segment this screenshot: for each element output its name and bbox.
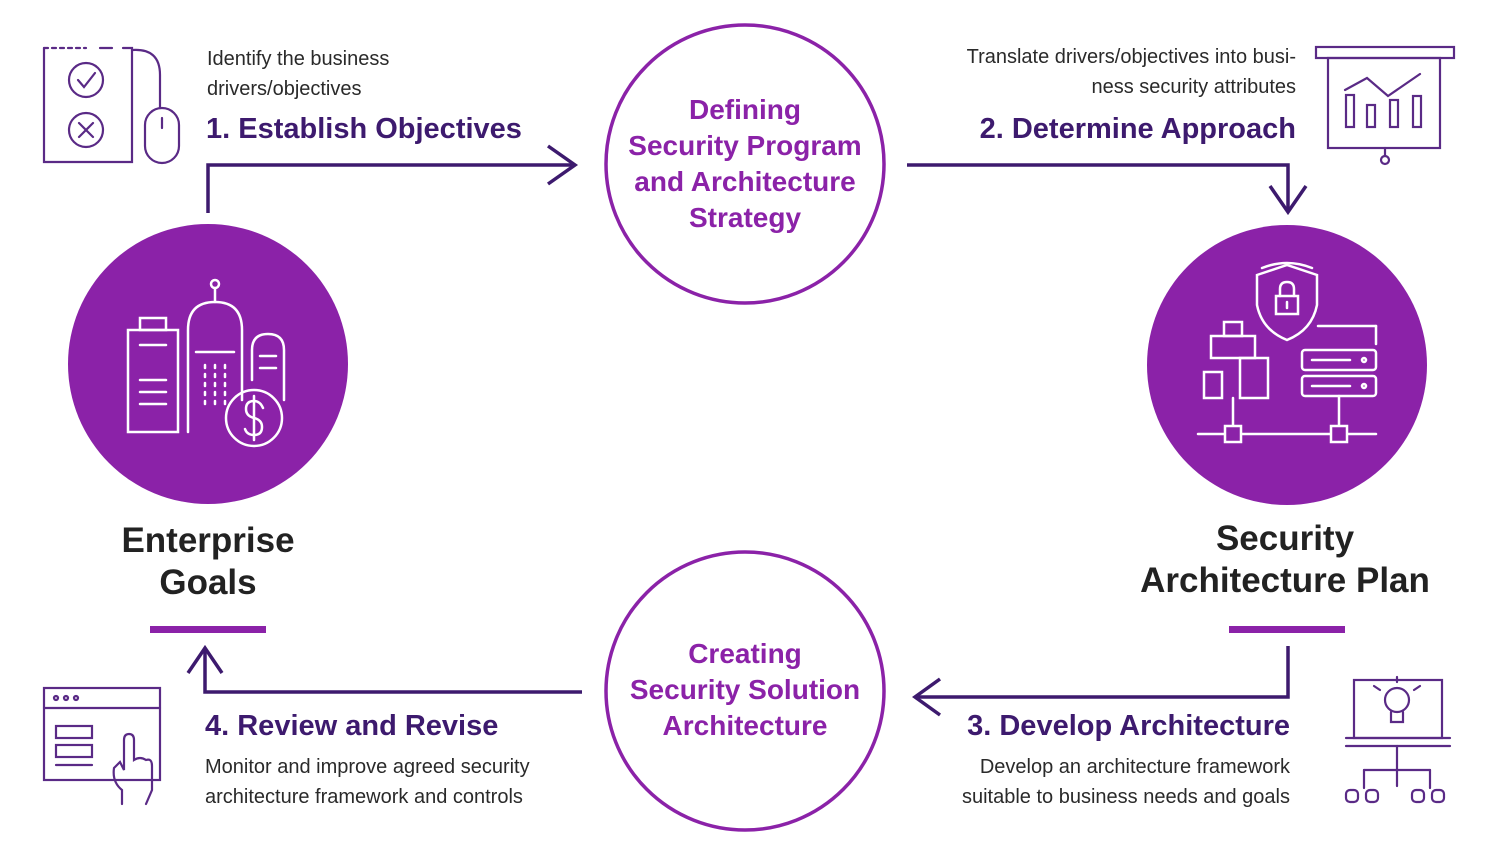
enterprise-goals-circle — [68, 224, 348, 504]
browser-click-icon — [42, 686, 162, 806]
enterprise-goals-title: Enterprise Goals — [58, 520, 358, 604]
step-2-desc-line: ness security attributes — [1091, 76, 1296, 98]
step-1-desc-line: Identify the business — [207, 48, 390, 70]
step-3-description: Develop an architecture framework suitab… — [962, 752, 1290, 812]
step-4-desc-line: Monitor and improve agreed security — [205, 756, 530, 778]
arrowhead-left — [912, 677, 942, 717]
arrow-determine-approach — [907, 163, 1290, 212]
presentation-chart-icon — [1314, 45, 1456, 166]
solution-label-line: Creating — [688, 638, 802, 669]
step-2-description: Translate drivers/objectives into busi- … — [967, 42, 1296, 102]
enterprise-goals-line: Goals — [159, 563, 257, 602]
step-4-description: Monitor and improve agreed security arch… — [205, 752, 530, 812]
strategy-label-line: Strategy — [688, 202, 802, 233]
step-4-title: 4. Review and Revise — [205, 710, 499, 742]
step-1-description: Identify the business drivers/objectives — [207, 44, 389, 104]
step-2-title: 2. Determine Approach — [979, 113, 1296, 145]
arrowhead-up — [186, 644, 224, 674]
strategy-label-line: and Architecture — [634, 166, 856, 197]
security-plan-line: Security — [1215, 519, 1355, 558]
city-dollar-icon — [126, 278, 286, 448]
security-plan-underline — [1229, 626, 1345, 633]
strategy-circle-label: Defining Security Program and Architectu… — [605, 92, 885, 236]
solution-circle — [604, 550, 886, 832]
solution-label-line: Architecture — [662, 710, 828, 741]
strategy-label-line: Defining — [689, 94, 801, 125]
arrow-establish-objectives — [206, 163, 572, 213]
arrow-review-revise — [203, 648, 582, 694]
enterprise-goals-underline — [150, 626, 266, 633]
arrowhead-right — [546, 144, 579, 186]
step-1-desc-line: drivers/objectives — [207, 78, 362, 100]
enterprise-goals-line: Enterprise — [121, 521, 295, 560]
step-1-title: 1. Establish Objectives — [206, 113, 522, 145]
arrowhead-down — [1268, 185, 1308, 216]
security-plan-line: Architecture Plan — [1140, 561, 1430, 600]
solution-circle-label: Creating Security Solution Architecture — [605, 636, 885, 744]
arrow-develop-architecture — [915, 646, 1290, 699]
strategy-label-line: Security Program — [628, 130, 862, 161]
security-infrastructure-icon — [1196, 261, 1378, 444]
step-3-title: 3. Develop Architecture — [967, 710, 1290, 742]
step-4-desc-line: architecture framework and controls — [205, 786, 523, 808]
checklist-icon — [42, 46, 181, 165]
security-plan-title: Security Architecture Plan — [1110, 518, 1460, 602]
security-plan-circle — [1147, 225, 1427, 505]
step-2-desc-line: Translate drivers/objectives into busi- — [966, 46, 1296, 68]
strategy-circle — [604, 23, 886, 305]
step-3-desc-line: Develop an architecture framework — [979, 756, 1290, 778]
step-3-desc-line: suitable to business needs and goals — [961, 786, 1290, 808]
idea-network-icon — [1344, 675, 1452, 804]
solution-label-line: Security Solution — [629, 674, 861, 705]
